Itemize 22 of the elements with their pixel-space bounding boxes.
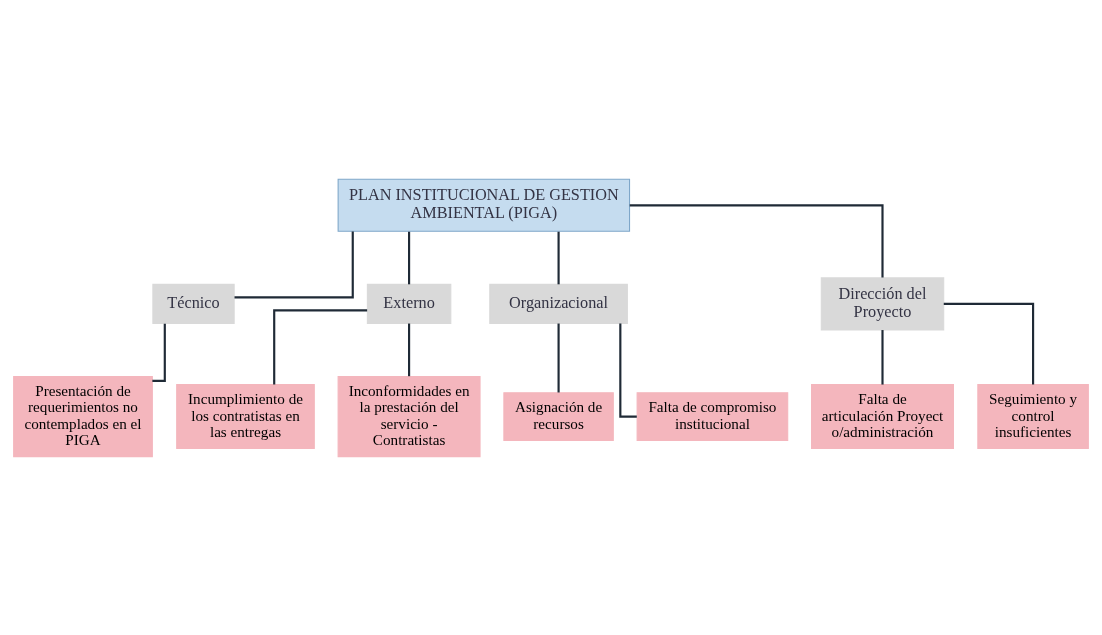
connector	[408, 231, 411, 284]
node-box: Incumplimiento de los contratistas en las entregas	[176, 383, 315, 449]
connector	[152, 323, 166, 382]
node-box: Falta de articulación Proyecto/administración	[811, 383, 954, 449]
node-box: Técnico	[152, 283, 235, 324]
connector	[234, 230, 354, 298]
node-box: Seguimiento y control insuficientes	[977, 383, 1089, 449]
node-box: Asignación de recursos	[503, 391, 614, 441]
connector	[273, 308, 368, 384]
connector	[557, 323, 560, 392]
node-box: Externo	[366, 283, 452, 324]
node-box: Falta de compromiso institucional	[636, 391, 789, 441]
connector	[881, 329, 884, 385]
connector	[943, 302, 1035, 385]
connector	[629, 203, 884, 277]
connector	[557, 231, 560, 284]
node-box: PLAN INSTITUCIONAL DE GESTION AMBIENTAL (PIGA)	[337, 178, 631, 232]
node-box: Presentación de requerimientos no contemplados en el PIGA	[13, 375, 153, 457]
node-box: Organizacional	[489, 283, 628, 324]
node-box: Inconformidades en la prestación del servicio - Contratistas	[337, 375, 481, 457]
node-box: Dirección del Proyecto	[820, 276, 945, 330]
connector	[408, 323, 411, 376]
